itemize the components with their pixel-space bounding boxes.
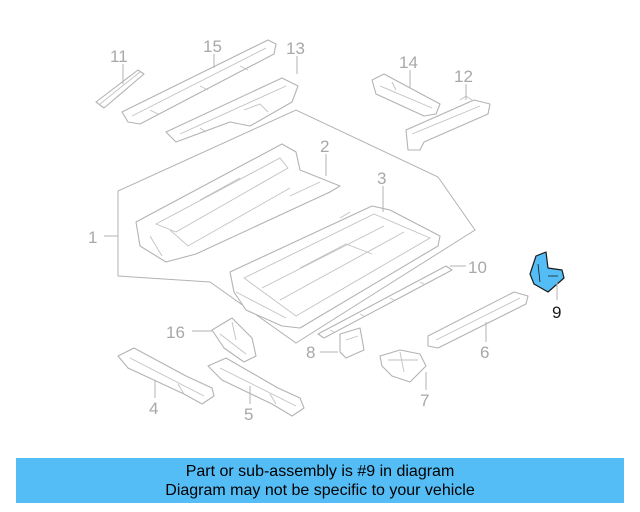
callout-16[interactable]: 16: [166, 323, 185, 342]
leader-lines: [104, 54, 558, 404]
part-3: [229, 205, 441, 329]
callout-5[interactable]: 5: [244, 405, 253, 424]
callout-1[interactable]: 1: [88, 228, 97, 247]
callout-8[interactable]: 8: [306, 343, 315, 362]
part-5: [207, 357, 305, 417]
part-6: [427, 291, 529, 349]
part-7: [379, 349, 427, 383]
part-8: [339, 327, 365, 359]
part-10: [317, 265, 453, 339]
callout-13[interactable]: 13: [286, 39, 305, 58]
part-13: [165, 77, 299, 143]
part-15: [121, 39, 277, 125]
part-16: [211, 317, 257, 363]
callout-2[interactable]: 2: [320, 137, 329, 156]
callout-12[interactable]: 12: [454, 67, 473, 86]
callout-7[interactable]: 7: [420, 391, 429, 410]
parts-diagram: 1 2 3 4 5 6 7 8 9 10 11 12 13 14 15 16: [88, 37, 565, 424]
banner-line-part-number: Part or sub-assembly is #9 in diagram: [185, 462, 455, 480]
part-2: [135, 143, 341, 263]
callout-3[interactable]: 3: [377, 169, 386, 188]
info-banner: Part or sub-assembly is #9 in diagram Di…: [16, 458, 624, 503]
assembly-outline: [117, 109, 476, 344]
callout-9[interactable]: 9: [552, 303, 561, 322]
callout-14[interactable]: 14: [399, 53, 418, 72]
callout-4[interactable]: 4: [149, 399, 158, 418]
part-11: [95, 69, 145, 109]
part-9-highlighted: [529, 251, 565, 293]
part-14: [371, 73, 441, 117]
banner-line-disclaimer: Diagram may not be specific to your vehi…: [165, 481, 475, 499]
callout-15[interactable]: 15: [203, 37, 222, 56]
callout-6[interactable]: 6: [480, 343, 489, 362]
callout-11[interactable]: 11: [110, 47, 128, 66]
callout-10[interactable]: 10: [468, 258, 487, 277]
part-4: [117, 347, 215, 405]
